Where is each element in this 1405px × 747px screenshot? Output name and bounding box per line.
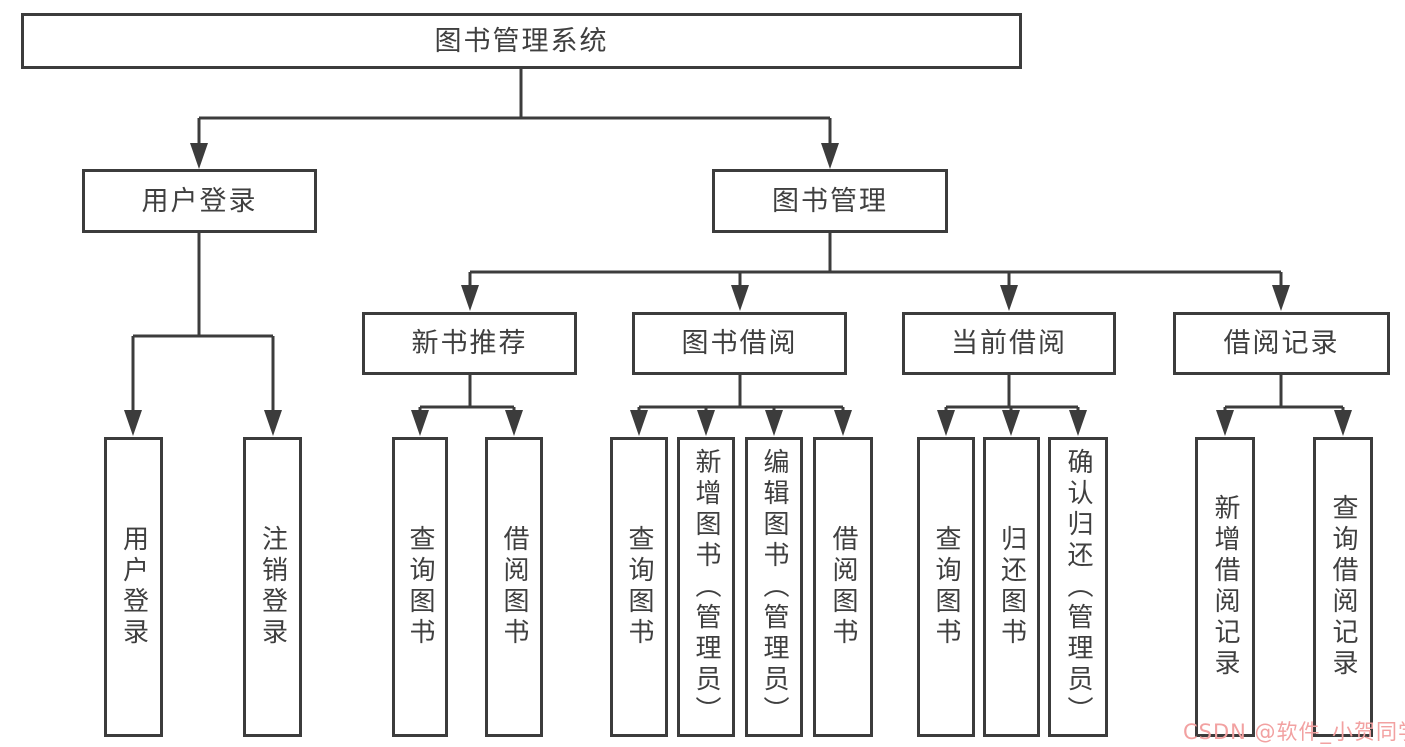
arrowhead <box>937 410 955 436</box>
leaf-return-books: 归还图书 <box>983 437 1040 737</box>
arrowhead <box>731 285 749 311</box>
leaf-query-books-borrow: 查询图书 <box>610 437 668 737</box>
arrowhead <box>505 410 523 436</box>
arrowhead <box>697 410 715 436</box>
leaf-query-books-current: 查询图书 <box>917 437 975 737</box>
arrowhead <box>264 410 282 436</box>
node-borrow-records: 借阅记录 <box>1173 312 1390 375</box>
connector-new-book-children <box>418 375 516 431</box>
leaf-borrow-books-recommend: 借阅图书 <box>485 437 543 737</box>
arrowhead <box>834 410 852 436</box>
connector-book-mgmt-children <box>468 233 1283 306</box>
arrowhead <box>1002 410 1020 436</box>
node-user-login: 用户登录 <box>82 169 317 233</box>
arrowhead <box>1000 285 1018 311</box>
node-book-borrow: 图书借阅 <box>632 312 847 375</box>
leaf-add-book-admin: 新增图书（管理员） <box>677 437 735 737</box>
leaf-add-borrow-record: 新增借阅记录 <box>1195 437 1255 737</box>
leaf-query-borrow-record: 查询借阅记录 <box>1313 437 1373 737</box>
connector-root-to-level2 <box>197 69 832 164</box>
node-library-management-system: 图书管理系统 <box>21 13 1022 69</box>
arrowhead <box>1069 410 1087 436</box>
node-book-management: 图书管理 <box>712 169 948 233</box>
connector-book-borrow-children <box>637 375 845 431</box>
arrowhead <box>1216 410 1234 436</box>
arrowhead <box>765 410 783 436</box>
arrowhead <box>411 410 429 436</box>
csdn-watermark: CSDN @软件_小贺同学 <box>1183 720 1405 744</box>
leaf-borrow-books: 借阅图书 <box>813 437 873 737</box>
arrowhead <box>630 410 648 436</box>
arrowhead <box>1334 410 1352 436</box>
arrowhead <box>190 143 208 169</box>
arrowhead <box>821 143 839 169</box>
leaf-logout-login: 注销登录 <box>243 437 302 737</box>
arrowhead <box>124 410 142 436</box>
leaf-confirm-return-admin: 确认归还（管理员） <box>1048 437 1108 737</box>
node-new-book-recommend: 新书推荐 <box>362 312 577 375</box>
arrowhead <box>1272 285 1290 311</box>
leaf-user-login: 用户登录 <box>104 437 163 737</box>
node-current-borrow: 当前借阅 <box>902 312 1116 375</box>
connector-borrow-record-children <box>1223 375 1345 431</box>
connector-user-login-children <box>131 233 275 431</box>
arrowhead <box>461 285 479 311</box>
leaf-query-books-recommend: 查询图书 <box>392 437 448 737</box>
leaf-edit-book-admin: 编辑图书（管理员） <box>745 437 803 737</box>
